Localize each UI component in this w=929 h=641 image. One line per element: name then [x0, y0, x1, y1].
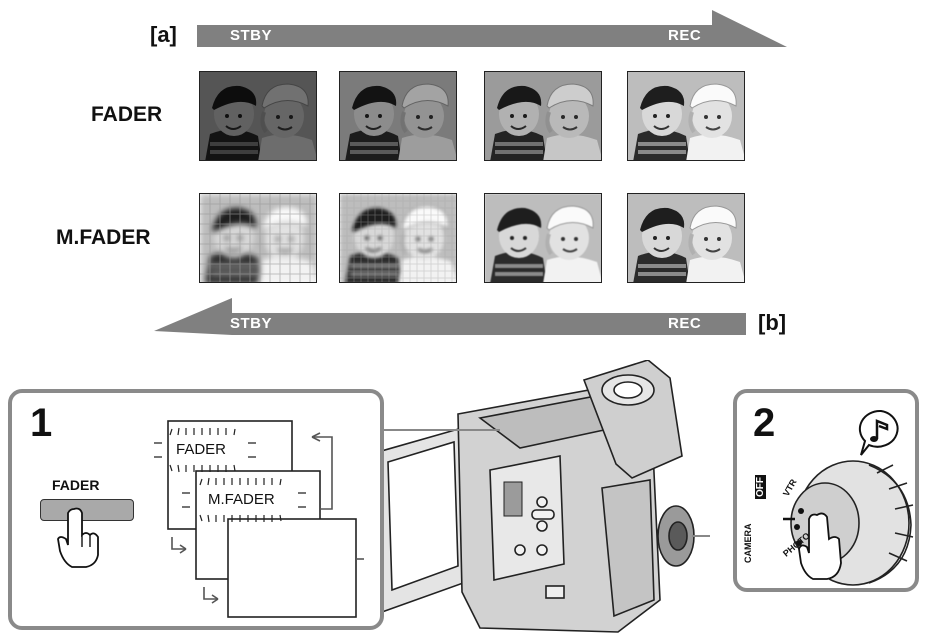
fader-frame-2: [339, 71, 457, 161]
fader-frame-4: [627, 71, 745, 161]
top-arrow-start-label: STBY: [230, 27, 273, 44]
step-1-number: 1: [30, 401, 53, 445]
bottom-arrow: [154, 298, 746, 335]
fader-button-label: FADER: [52, 477, 100, 493]
screen-fader-label: FADER: [176, 441, 227, 458]
row-label-mfader: M.FADER: [56, 226, 151, 249]
mfader-frame-3: [484, 193, 602, 283]
step-2-number: 2: [753, 401, 776, 445]
dial-label-off: OFF: [755, 475, 766, 499]
screen-stack: [154, 420, 364, 618]
music-note-icon: [858, 409, 899, 456]
bottom-arrow-end-label: REC: [668, 315, 702, 332]
mfader-frame-2: [339, 193, 457, 283]
row-label-fader: FADER: [91, 103, 163, 126]
top-arrow: [197, 10, 787, 47]
mfader-frame-4: [627, 193, 745, 283]
fader-frame-1: [199, 71, 317, 161]
tag-b: [b]: [758, 310, 787, 335]
step-2-panel: 2 OFF VTR CAMERA PHOTO: [733, 389, 919, 592]
step-1-panel: 1 FADER FAD: [8, 389, 384, 630]
pressing-hand-icon: [57, 507, 99, 568]
screen-mfader-label: M.FADER: [208, 491, 275, 508]
dial-label-camera: CAMERA: [743, 523, 753, 564]
mfader-frame-1: [199, 193, 317, 283]
power-dial: [783, 460, 914, 586]
fader-button[interactable]: [40, 499, 134, 521]
camcorder-illustration: [377, 360, 710, 633]
tag-a: [a]: [150, 22, 177, 47]
top-arrow-end-label: REC: [668, 27, 702, 44]
fader-frame-3: [484, 71, 602, 161]
bottom-arrow-start-label: STBY: [230, 315, 273, 332]
